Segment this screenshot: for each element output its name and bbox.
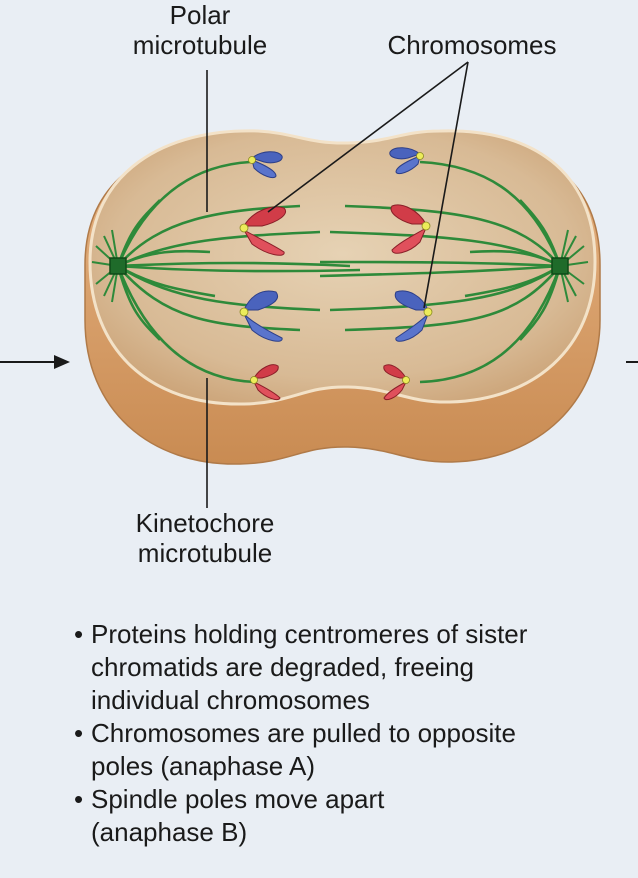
bullet-item: Chromosomes are pulled to opposite poles… <box>74 717 634 783</box>
chromosome-red-bottom-left <box>250 364 281 401</box>
chromosome-red-bottom-right <box>383 364 410 401</box>
bullet-line: chromatids are degraded, freeing <box>91 652 475 682</box>
kinetochore-label-line1: Kinetochore <box>135 508 275 538</box>
bullet-line: Proteins holding centromeres of sister <box>91 619 528 649</box>
anaphase-notes-list: Proteins holding centromeres of sister c… <box>74 618 634 849</box>
bullet-line: Chromosomes are pulled to opposite <box>91 718 516 748</box>
chromosome-red-mid-left <box>239 206 286 256</box>
bullet-line: poles (anaphase A) <box>91 751 316 781</box>
bullet-item: Spindle poles move apart (anaphase B) <box>74 783 634 849</box>
chromosomes-label: Chromosomes <box>387 30 557 60</box>
polar-label-line1: Polar <box>169 0 231 30</box>
bullet-item: Proteins holding centromeres of sister c… <box>74 618 634 717</box>
spindle-microtubules-right <box>319 160 562 384</box>
chromosome-blue-top-right <box>389 147 424 175</box>
cell-top-surface <box>88 129 597 406</box>
polar-microtubule-label: Polar microtubule <box>100 0 300 60</box>
bullet-line: individual chromosomes <box>91 685 370 715</box>
left-arrow <box>0 355 70 369</box>
spindle-microtubules <box>116 160 361 384</box>
bullet-line: Spindle poles move apart <box>91 784 385 814</box>
chromosome-blue-mid-right <box>394 290 433 342</box>
right-centrosome <box>551 257 569 275</box>
chromosome-blue-mid-left <box>239 290 283 342</box>
chromosome-red-mid-right <box>390 204 431 254</box>
kinetochore-label-line2: microtubule <box>137 538 273 568</box>
chromosome-blue-top-left <box>248 151 283 179</box>
bullet-line: (anaphase B) <box>91 817 248 847</box>
left-centrosome <box>109 257 127 275</box>
kinetochore-microtubule-label: Kinetochore microtubule <box>90 508 320 568</box>
polar-label-line2: microtubule <box>132 30 268 60</box>
leader-lines <box>206 61 469 508</box>
